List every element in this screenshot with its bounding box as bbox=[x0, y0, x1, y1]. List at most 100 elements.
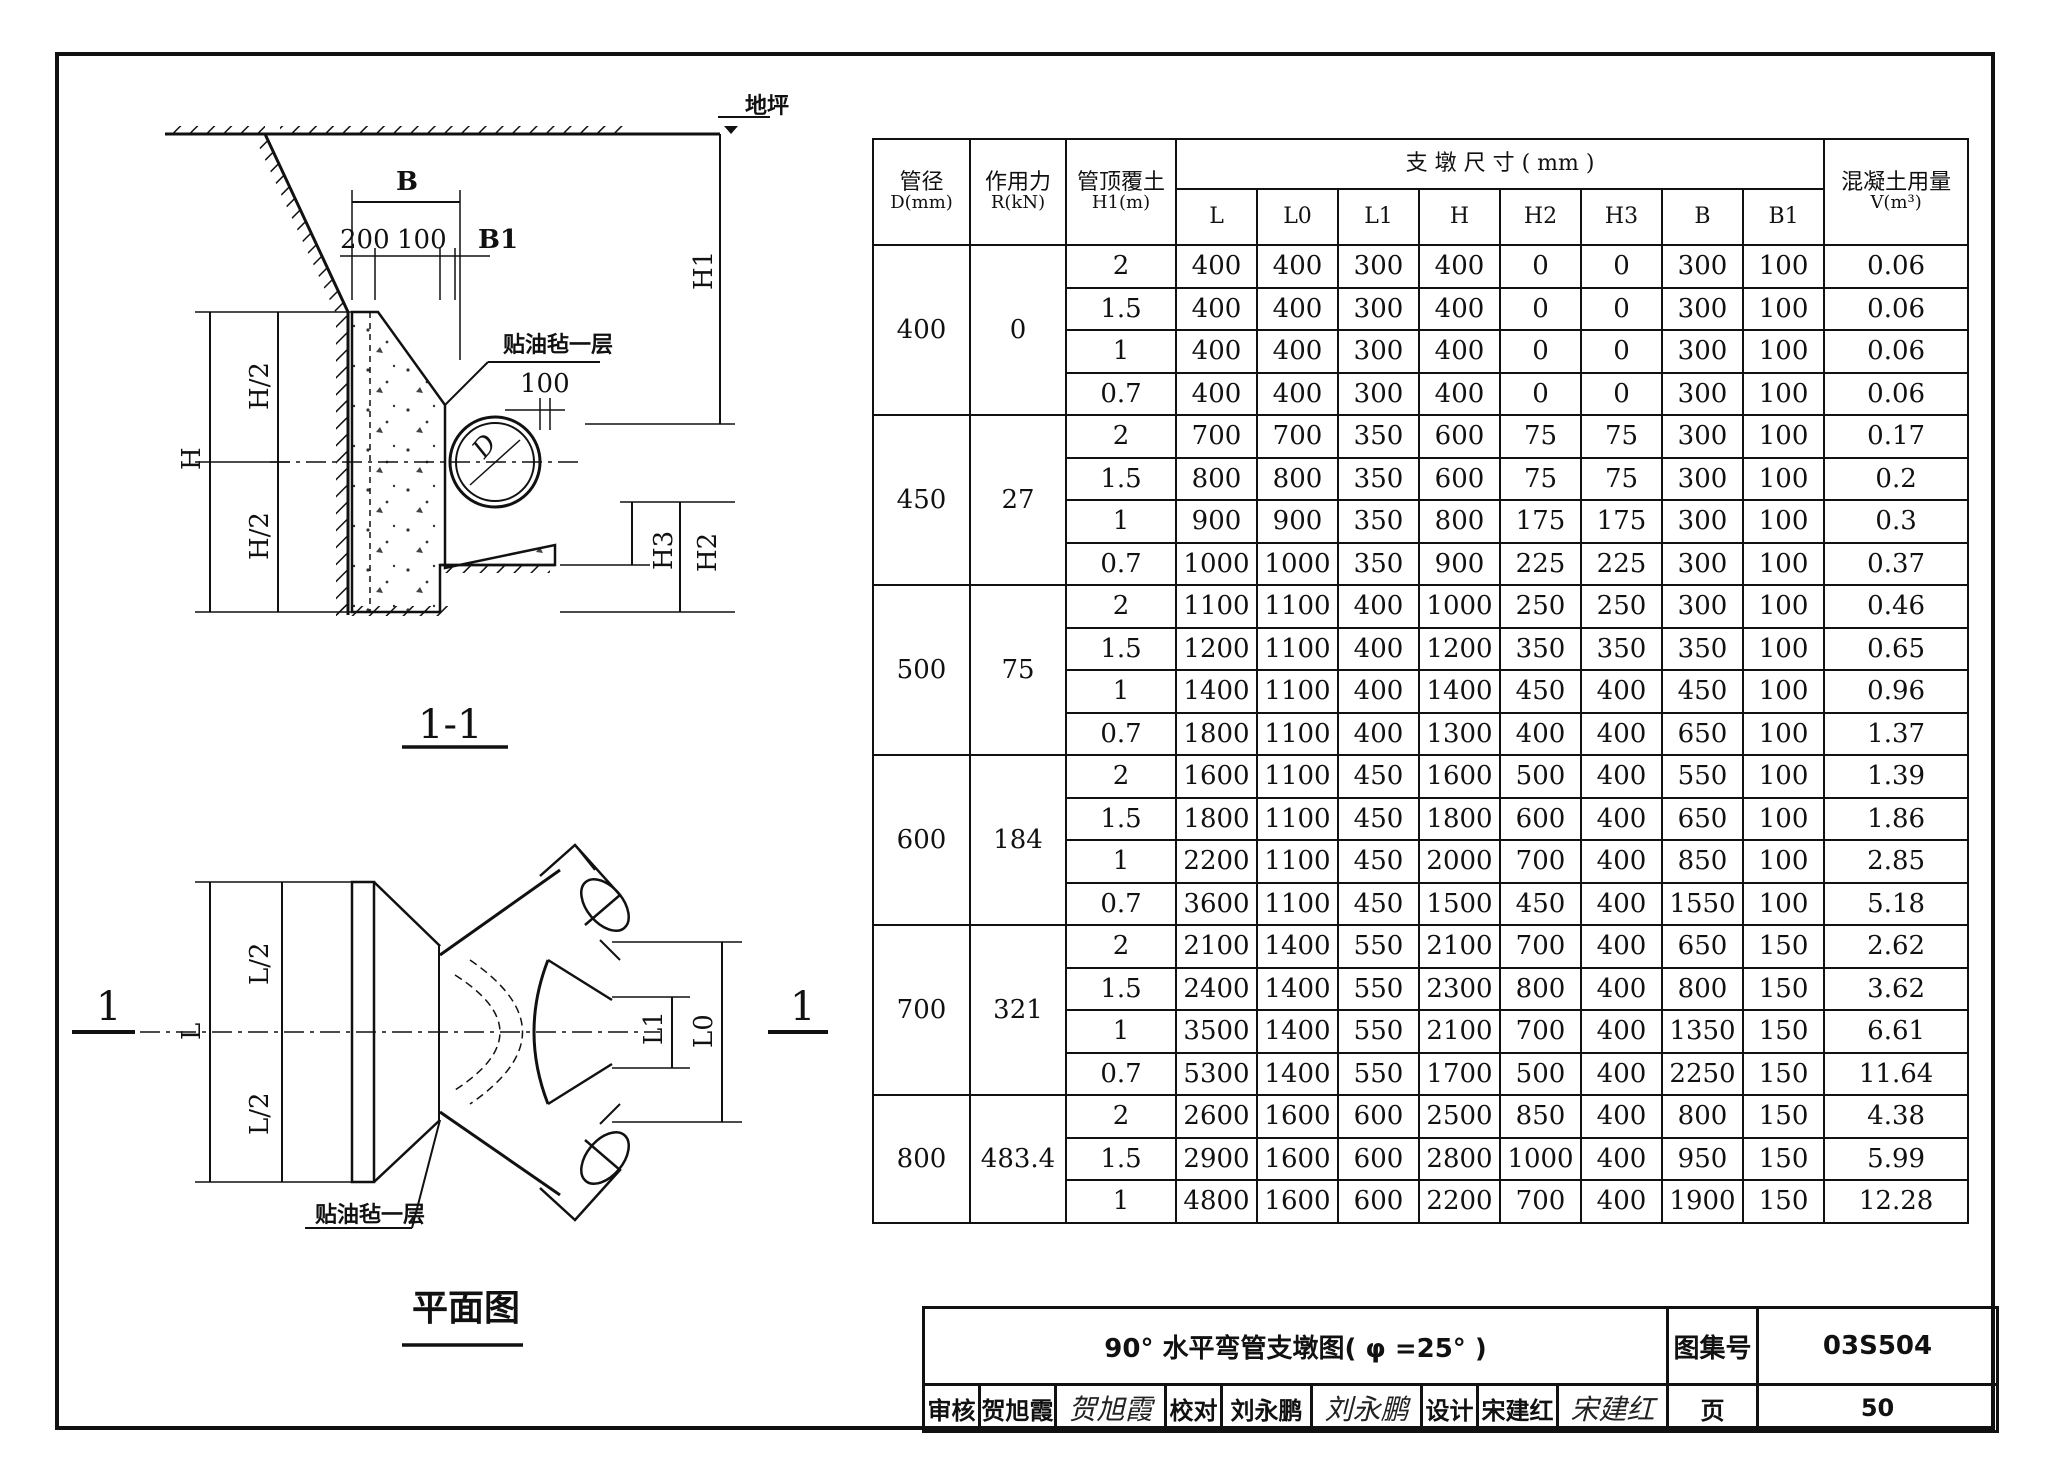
table-cell: 300 bbox=[1661, 499, 1744, 544]
table-cell: 5300 bbox=[1175, 1051, 1258, 1096]
table-cell: 300 bbox=[1661, 541, 1744, 586]
table-cell: 1900 bbox=[1661, 1179, 1744, 1224]
table-cell: 250 bbox=[1580, 584, 1663, 629]
table-cell: 1.86 bbox=[1823, 796, 1970, 841]
table-cell: 550 bbox=[1661, 754, 1744, 799]
table-cell: 400 bbox=[1580, 754, 1663, 799]
dim-L0: L0 bbox=[689, 1014, 719, 1048]
table-cell: 1 bbox=[1065, 329, 1177, 374]
table-cell: 5.18 bbox=[1823, 881, 1970, 926]
table-cell: 1400 bbox=[1418, 669, 1501, 714]
table-cell: 1100 bbox=[1256, 584, 1339, 629]
table-cell: 300 bbox=[1661, 414, 1744, 459]
table-cell: 450 bbox=[1337, 839, 1420, 884]
cell-pipe-diameter: 700 bbox=[872, 924, 971, 1096]
design-name: 宋建红 bbox=[1476, 1383, 1559, 1433]
table-cell: 900 bbox=[1418, 541, 1501, 586]
table-cell: 100 bbox=[1741, 371, 1826, 416]
table-cell: 1400 bbox=[1256, 1009, 1339, 1054]
check-signature: 刘永鹏 bbox=[1310, 1383, 1423, 1433]
cell-pipe-diameter: 600 bbox=[872, 754, 971, 926]
table-cell: 0.7 bbox=[1065, 881, 1177, 926]
table-cell: 1550 bbox=[1661, 881, 1744, 926]
table-cell: 300 bbox=[1337, 329, 1420, 374]
table-cell: 0.37 bbox=[1823, 541, 1970, 586]
table-cell: 400 bbox=[1337, 584, 1420, 629]
table-cell: 300 bbox=[1661, 456, 1744, 501]
table-cell: 100 bbox=[1741, 881, 1826, 926]
table-cell: 650 bbox=[1661, 796, 1744, 841]
header-L0: L0 bbox=[1256, 188, 1339, 246]
table-cell: 350 bbox=[1580, 626, 1663, 671]
dim-H2: H2 bbox=[693, 533, 723, 572]
table-cell: 2300 bbox=[1418, 966, 1501, 1011]
cell-force: 75 bbox=[969, 584, 1067, 756]
table-cell: 400 bbox=[1580, 924, 1663, 969]
table-cell: 1.37 bbox=[1823, 711, 1970, 756]
table-cell: 150 bbox=[1741, 1094, 1826, 1139]
table-cell: 1.5 bbox=[1065, 966, 1177, 1011]
table-cell: 0.06 bbox=[1823, 286, 1970, 331]
table-cell: 1500 bbox=[1418, 881, 1501, 926]
table-cell: 2400 bbox=[1175, 966, 1258, 1011]
table-cell: 2100 bbox=[1175, 924, 1258, 969]
table-cell: 800 bbox=[1661, 1094, 1744, 1139]
table-cell: 350 bbox=[1337, 541, 1420, 586]
table-cell: 75 bbox=[1499, 456, 1582, 501]
table-cell: 1100 bbox=[1256, 796, 1339, 841]
table-cell: 0 bbox=[1499, 286, 1582, 331]
table-cell: 1400 bbox=[1175, 669, 1258, 714]
header-H3: H3 bbox=[1580, 188, 1663, 246]
table-cell: 1000 bbox=[1418, 584, 1501, 629]
table-cell: 100 bbox=[1741, 839, 1826, 884]
table-cell: 700 bbox=[1499, 924, 1582, 969]
table-cell: 950 bbox=[1661, 1136, 1744, 1181]
table-cell: 700 bbox=[1175, 414, 1258, 459]
table-cell: 2.62 bbox=[1823, 924, 1970, 969]
plan-title: 平面图 bbox=[412, 1287, 520, 1329]
table-cell: 400 bbox=[1337, 711, 1420, 756]
table-cell: 300 bbox=[1661, 286, 1744, 331]
table-cell: 1800 bbox=[1418, 796, 1501, 841]
table-cell: 400 bbox=[1499, 711, 1582, 756]
table-cell: 1400 bbox=[1256, 1051, 1339, 1096]
table-cell: 300 bbox=[1661, 371, 1744, 416]
cell-pipe-diameter: 800 bbox=[872, 1094, 971, 1224]
table-cell: 1600 bbox=[1256, 1179, 1339, 1224]
table-cell: 600 bbox=[1418, 414, 1501, 459]
table-cell: 700 bbox=[1499, 1009, 1582, 1054]
table-cell: 0.2 bbox=[1823, 456, 1970, 501]
table-cell: 600 bbox=[1499, 796, 1582, 841]
table-cell: 400 bbox=[1418, 329, 1501, 374]
table-cell: 650 bbox=[1661, 924, 1744, 969]
table-cell: 100 bbox=[1741, 754, 1826, 799]
design-label: 设计 bbox=[1420, 1383, 1479, 1433]
dim-B1: B1 bbox=[478, 225, 518, 255]
table-cell: 1350 bbox=[1661, 1009, 1744, 1054]
table-cell: 2200 bbox=[1418, 1179, 1501, 1224]
table-cell: 250 bbox=[1499, 584, 1582, 629]
table-cell: 0.7 bbox=[1065, 1051, 1177, 1096]
dim-H-half-bottom: H/2 bbox=[245, 512, 275, 560]
dim-B: B bbox=[396, 167, 418, 197]
dim-H1: H1 bbox=[689, 251, 719, 290]
table-cell: 150 bbox=[1741, 966, 1826, 1011]
dim-H: H bbox=[177, 447, 207, 470]
table-cell: 1100 bbox=[1256, 626, 1339, 671]
table-cell: 0 bbox=[1580, 329, 1663, 374]
table-cell: 600 bbox=[1337, 1094, 1420, 1139]
table-cell: 150 bbox=[1741, 1136, 1826, 1181]
